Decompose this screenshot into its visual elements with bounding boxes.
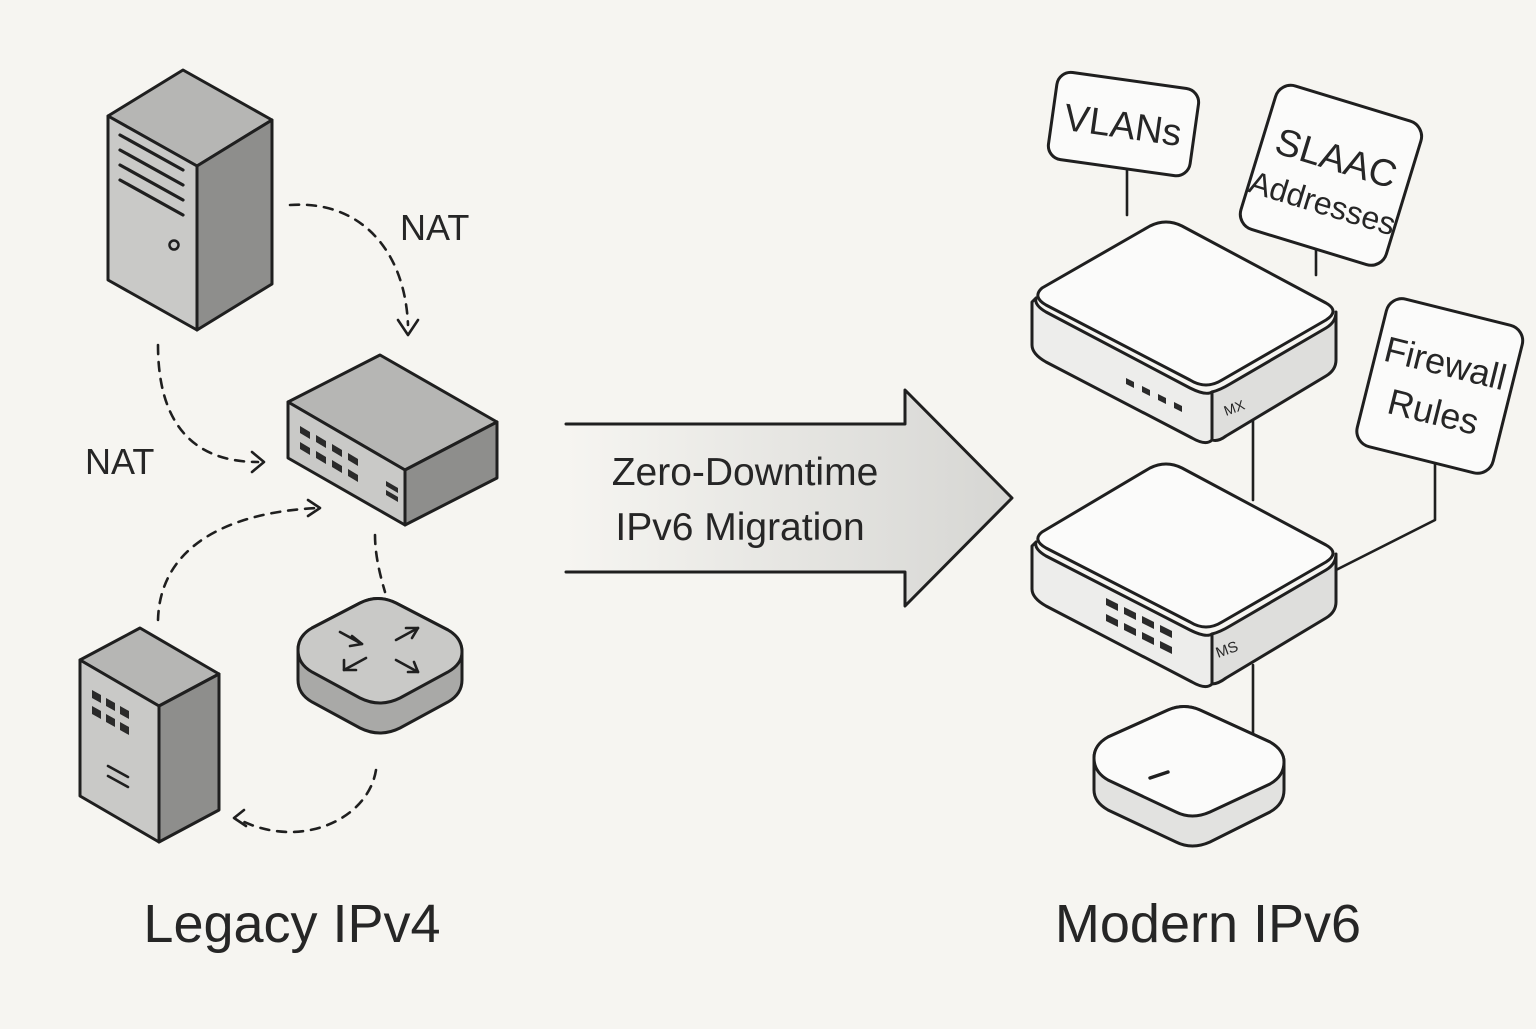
legacy-switch-icon xyxy=(286,353,499,527)
legacy-server-icon xyxy=(78,626,221,844)
migration-label-line1: Zero-Downtime xyxy=(612,451,879,494)
nat-connection-left xyxy=(156,343,266,474)
legacy-title: Legacy IPv4 xyxy=(143,894,440,954)
tower-server-icon xyxy=(106,68,274,332)
legacy-connection-switch-router xyxy=(373,533,387,594)
firewall-rules-tag: Firewall Rules xyxy=(1355,297,1525,475)
nat-label-top: NAT xyxy=(400,207,469,248)
access-point-icon xyxy=(1092,705,1286,848)
mx-appliance-icon: MX xyxy=(1030,220,1338,445)
slaac-addresses-tag: SLAAC Addresses xyxy=(1238,83,1424,267)
nat-label-left: NAT xyxy=(85,441,154,482)
migration-label-line2: IPv6 Migration xyxy=(615,506,864,549)
migration-arrow-icon xyxy=(564,388,1014,608)
nat-connection-top xyxy=(288,203,420,337)
svg-text:MS: MS xyxy=(1214,638,1241,662)
legacy-connection-router-server xyxy=(232,768,378,834)
legacy-connection-server-switch xyxy=(156,498,322,622)
svg-text:MX: MX xyxy=(1222,396,1248,418)
ms-switch-icon: MS xyxy=(1030,462,1338,689)
vlans-tag: VLANs xyxy=(1046,70,1201,178)
legacy-router-icon xyxy=(296,597,464,735)
modern-title: Modern IPv6 xyxy=(1055,894,1361,954)
